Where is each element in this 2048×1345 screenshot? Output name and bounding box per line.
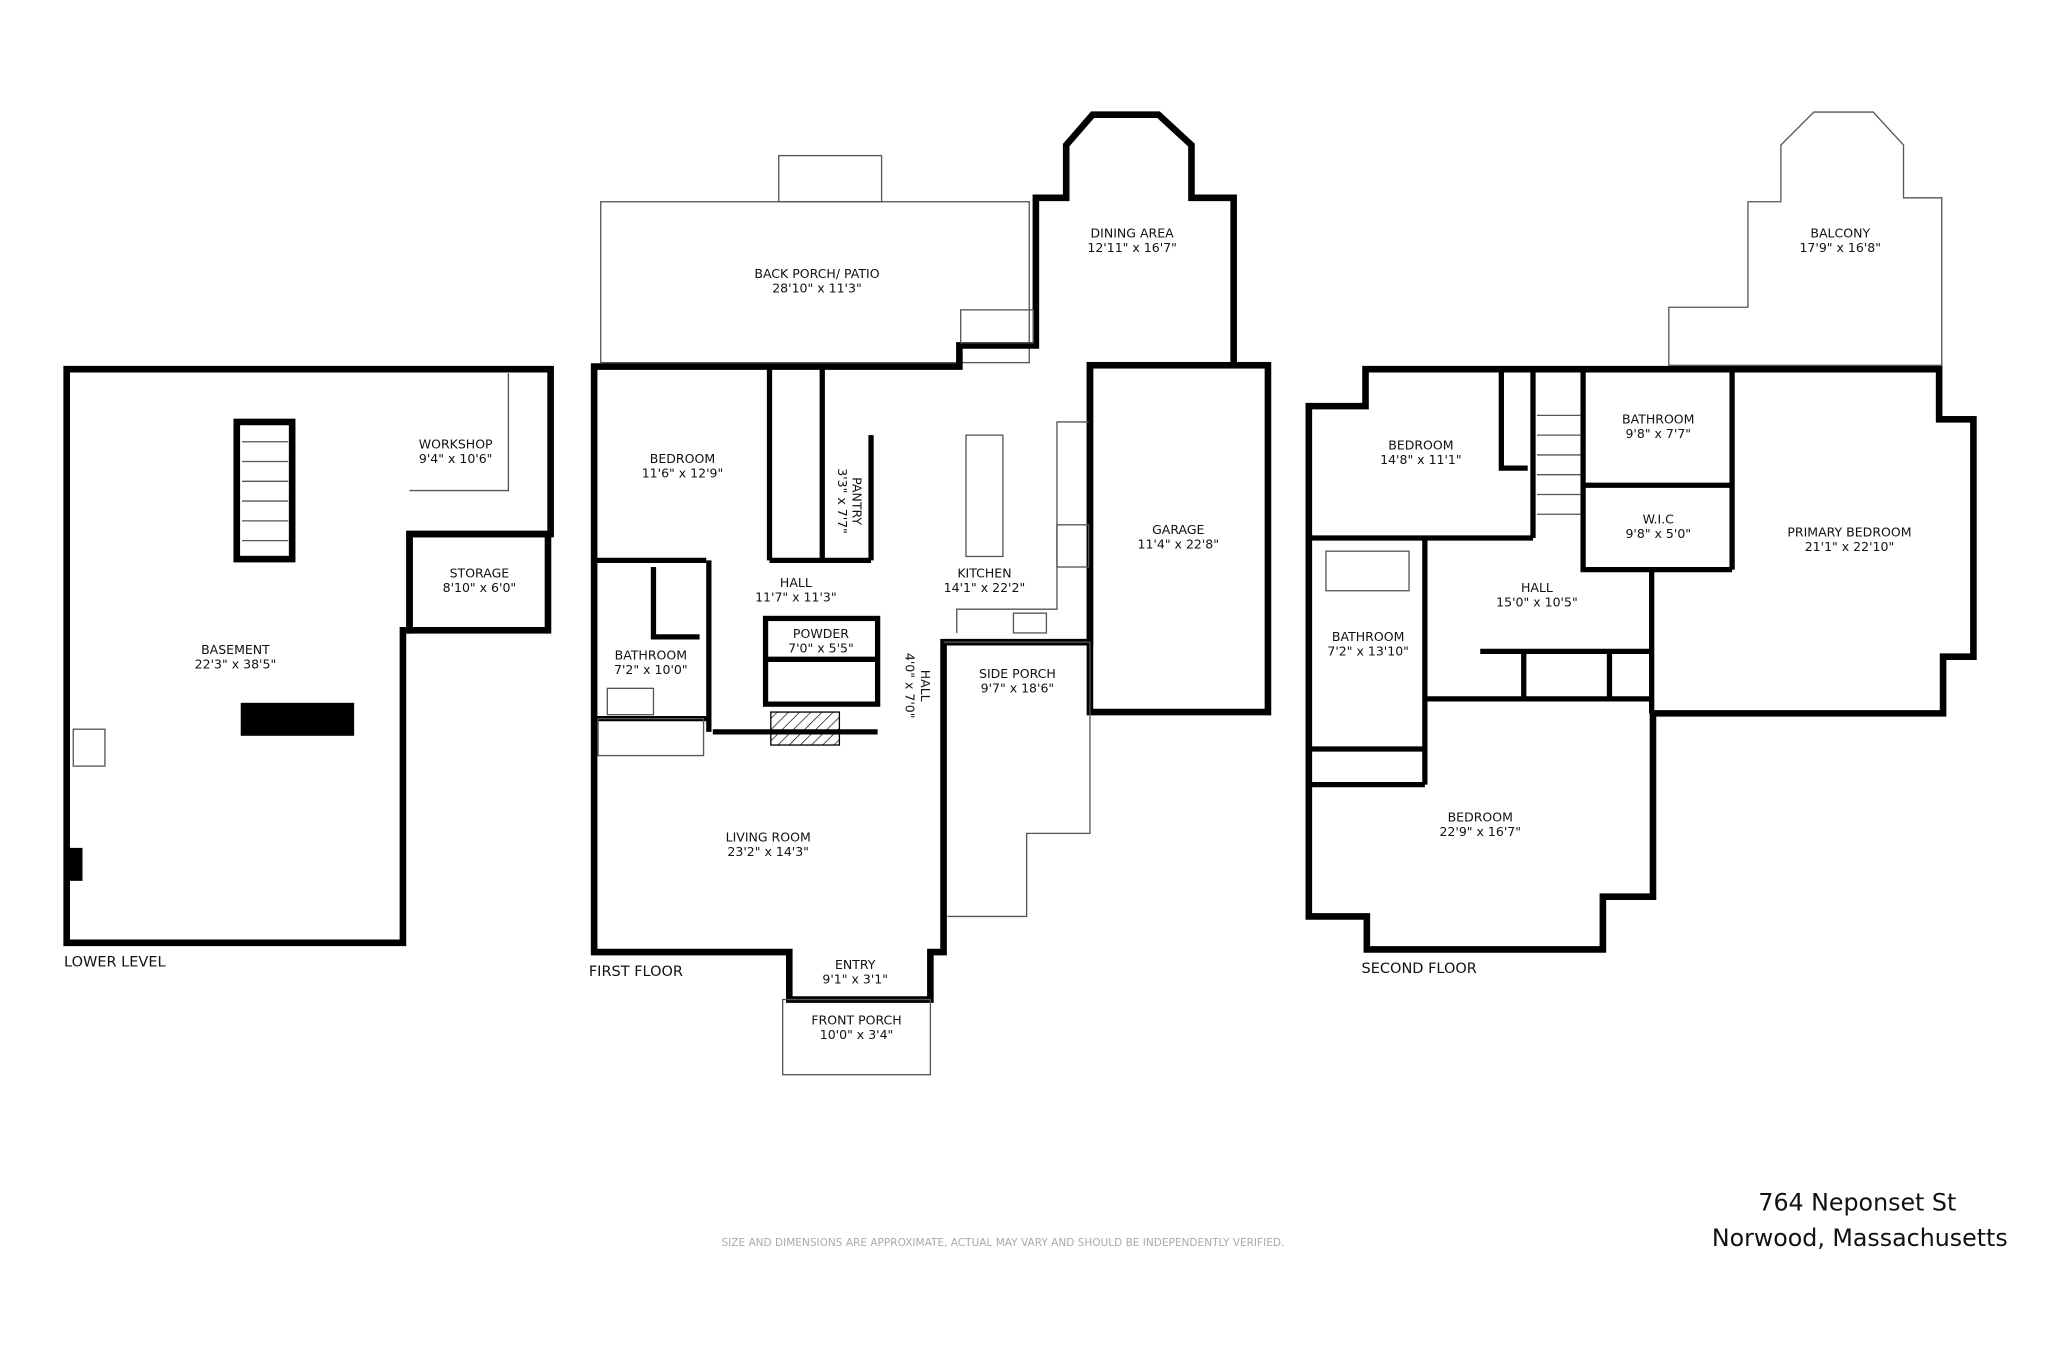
address-street: 764 Neponset St [1758, 1189, 1956, 1217]
room-dims: 9'8" x 7'7" [1625, 426, 1691, 441]
stairs [233, 418, 296, 563]
room-name: ENTRY [835, 957, 876, 972]
room-dims: 21'1" x 22'10" [1805, 539, 1895, 554]
room-dims: 9'7" x 18'6" [981, 680, 1055, 695]
room-dims: 15'0" x 10'5" [1496, 595, 1578, 610]
stove [1056, 524, 1090, 568]
room-name: BATHROOM [615, 647, 687, 662]
room-dims: 22'3" x 38'5" [195, 657, 277, 672]
first-floor-plan [590, 111, 1272, 1076]
room-name: BEDROOM [650, 451, 715, 466]
address-city: Norwood, Massachusetts [1712, 1224, 2008, 1252]
room-dims: 9'8" x 5'0" [1625, 526, 1691, 541]
room-name: HALL [918, 670, 933, 702]
floor-label: LOWER LEVEL [64, 955, 166, 971]
room-dims: 23'2" x 14'3" [727, 844, 809, 859]
room-name: POWDER [793, 626, 849, 641]
room-name: BALCONY [1810, 225, 1870, 240]
room-dims: 11'6" x 12'9" [642, 465, 724, 480]
room-name: KITCHEN [957, 566, 1011, 581]
room-dims: 14'1" x 22'2" [944, 580, 1026, 595]
room-dims: 14'8" x 11'1" [1380, 452, 1462, 467]
room-dims: 7'2" x 10'0" [614, 662, 688, 677]
room-name: PANTRY [850, 477, 865, 525]
vanity [606, 687, 655, 716]
room-name: BACK PORCH/ PATIO [754, 266, 879, 281]
room-name: SIDE PORCH [979, 666, 1056, 681]
fireplace [770, 711, 841, 746]
kitchen-island [965, 434, 1004, 558]
room-name: BEDROOM [1388, 438, 1453, 453]
room-name: GARAGE [1152, 522, 1204, 537]
room-dims: 22'9" x 16'7" [1439, 824, 1521, 839]
sink [72, 728, 106, 767]
room-dims: 9'1" x 3'1" [822, 972, 888, 987]
room-name: PRIMARY BEDROOM [1787, 525, 1911, 540]
second-floor-plan [1305, 111, 1977, 953]
room-dims: 4'0" x 7'0" [902, 653, 917, 719]
room-dims: 7'2" x 13'10" [1327, 643, 1409, 658]
lower-level-plan [63, 365, 554, 947]
room-dims: 3'3" x 7'7" [835, 468, 850, 534]
floor-label: FIRST FLOOR [589, 964, 683, 980]
room-dims: 8'10" x 6'0" [443, 580, 517, 595]
room-name: STORAGE [450, 566, 510, 581]
room-name: BATHROOM [1622, 411, 1694, 426]
beam [240, 702, 355, 736]
room-name: W.I.C [1643, 511, 1675, 526]
room-name: BASEMENT [201, 642, 270, 657]
room-dims: 7'0" x 5'5" [788, 641, 854, 656]
room-dims: 9'4" x 10'6" [419, 451, 493, 466]
room-dims: 11'4" x 22'8" [1138, 537, 1220, 552]
room-name: HALL [780, 575, 812, 590]
room-labels: WORKSHOP 9'4" x 10'6" STORAGE 8'10" x 6'… [64, 225, 2008, 1252]
room-dims: 28'10" x 11'3" [772, 281, 862, 296]
room-name: BATHROOM [1332, 629, 1404, 644]
room-dims: 11'7" x 11'3" [755, 589, 837, 604]
floor-label: SECOND FLOOR [1362, 961, 1477, 977]
room-dims: 12'11" x 16'7" [1087, 240, 1177, 255]
room-name: WORKSHOP [419, 436, 493, 451]
room-name: HALL [1521, 580, 1553, 595]
room-name: BEDROOM [1448, 810, 1513, 825]
sink [1012, 612, 1048, 634]
room-name: DINING AREA [1091, 225, 1175, 240]
disclaimer: SIZE AND DIMENSIONS ARE APPROXIMATE, ACT… [721, 1237, 1284, 1249]
room-dims: 10'0" x 3'4" [820, 1027, 894, 1042]
bathtub [1325, 550, 1410, 592]
room-dims: 17'9" x 16'8" [1799, 240, 1881, 255]
room-name: LIVING ROOM [726, 829, 811, 844]
room-name: FRONT PORCH [811, 1013, 901, 1028]
